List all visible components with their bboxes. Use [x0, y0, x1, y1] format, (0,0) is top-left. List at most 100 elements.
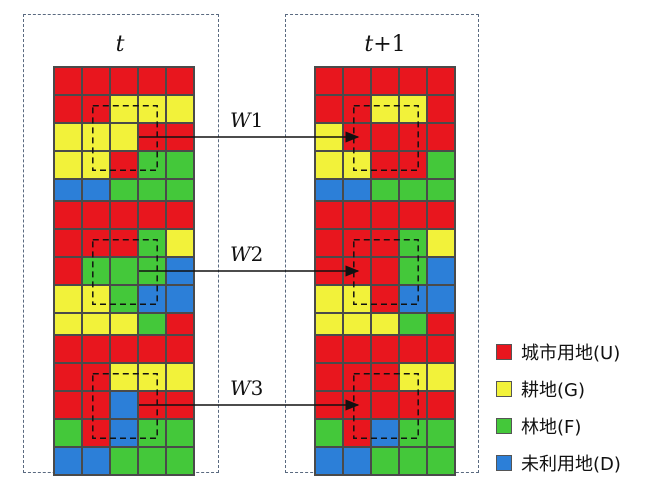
grid-cell-r1-c3: [372, 202, 398, 228]
grid-cell-r5-c4: [400, 448, 426, 474]
grid-cell-r5-c1: [55, 448, 81, 474]
grid-cell-r3-c4: [400, 124, 426, 150]
legend-label-cropland: 耕地(G): [521, 380, 585, 401]
legend-swatch-forest: [496, 418, 512, 434]
grid-cell-r2-c4: [139, 96, 165, 122]
grid-cell-r1-c2: [83, 336, 109, 362]
grid-cell-r3-c2: [83, 124, 109, 150]
grid-cell-r1-c4: [400, 336, 426, 362]
grid-cell-r4-c5: [167, 286, 193, 312]
grid-cell-r4-c3: [372, 152, 398, 178]
grid-cell-r1-c5: [428, 336, 454, 362]
grid-cell-r4-c4: [139, 152, 165, 178]
grid-cell-r1-c1: [316, 336, 342, 362]
legend-swatch-unused: [496, 455, 512, 471]
grid-cell-r2-c2: [83, 364, 109, 390]
grid-cell-r2-c5: [428, 230, 454, 256]
grid-cell-r2-c1: [316, 364, 342, 390]
grid-cell-r4-c1: [316, 286, 342, 312]
grid-cell-r4-c2: [83, 286, 109, 312]
grid-cell-r1-c1: [55, 202, 81, 228]
grid-cell-r2-c5: [428, 364, 454, 390]
grid-cell-r1-c2: [344, 202, 370, 228]
grid-cell-r4-c3: [372, 420, 398, 446]
grid-cell-r3-c4: [400, 392, 426, 418]
legend-item-cropland: 耕地(G): [496, 371, 621, 407]
grid-cell-r5-c3: [111, 448, 137, 474]
grid-cell-r4-c4: [139, 420, 165, 446]
grid-cell-r3-c1: [55, 392, 81, 418]
grid-cell-r4-c2: [344, 152, 370, 178]
grid-cell-r2-c3: [111, 230, 137, 256]
weight-label-1: W1: [230, 108, 263, 132]
column-title-t: t: [100, 32, 140, 57]
grid-cell-r4-c3: [111, 420, 137, 446]
grid-cell-r2-c1: [55, 96, 81, 122]
grid-cell-r4-c2: [83, 420, 109, 446]
grid-cell-r3-c3: [111, 392, 137, 418]
grid-cell-r1-c3: [111, 68, 137, 94]
grid-cell-r1-c2: [83, 202, 109, 228]
grid-cell-r1-c1: [55, 336, 81, 362]
grid-cell-r2-c2: [344, 230, 370, 256]
grid-cell-r1-c4: [400, 202, 426, 228]
grid-cell-r4-c1: [55, 420, 81, 446]
grid-cell-r2-c2: [344, 364, 370, 390]
grid-cell-r1-c4: [139, 336, 165, 362]
legend-label-forest: 林地(F): [521, 417, 582, 438]
grid-cell-r1-c5: [167, 336, 193, 362]
grid-cell-r2-c1: [55, 364, 81, 390]
grid-cell-r4-c4: [400, 286, 426, 312]
grid-cell-r2-c1: [316, 230, 342, 256]
grid-cell-r1-c3: [111, 336, 137, 362]
grid-cell-r1-c3: [372, 336, 398, 362]
grid-cell-r1-c5: [167, 202, 193, 228]
column-title-t-var: t: [115, 32, 125, 57]
grid-cell-r2-c3: [111, 364, 137, 390]
grid-cell-r2-c5: [167, 96, 193, 122]
grid-cell-r3-c5: [428, 258, 454, 284]
legend: 城市用地(U) 耕地(G) 林地(F) 未利用地(D): [496, 334, 621, 482]
grid-cell-r4-c2: [344, 286, 370, 312]
grid-cell-r2-c5: [167, 364, 193, 390]
grid-cell-r2-c2: [83, 230, 109, 256]
window-t1-2: [353, 239, 419, 305]
legend-item-forest: 林地(F): [496, 408, 621, 444]
grid-cell-r4-c3: [372, 286, 398, 312]
grid-cell-r4-c1: [55, 152, 81, 178]
grid-cell-r1-c2: [344, 68, 370, 94]
grid-cell-r2-c2: [83, 96, 109, 122]
grid-cell-r4-c4: [139, 286, 165, 312]
window-t-2: [92, 239, 158, 305]
window-t1-3: [353, 373, 419, 439]
grid-cell-r5-c5: [167, 448, 193, 474]
legend-label-urban: 城市用地(U): [521, 343, 621, 364]
grid-cell-r2-c4: [400, 364, 426, 390]
grid-cell-r5-c5: [428, 448, 454, 474]
grid-cell-r3-c3: [111, 124, 137, 150]
grid-cell-r3-c3: [372, 124, 398, 150]
grid-cell-r5-c3: [372, 448, 398, 474]
grid-t-2: [53, 200, 195, 342]
grid-cell-r1-c3: [111, 202, 137, 228]
legend-label-unused: 未利用地(D): [521, 454, 621, 475]
legend-item-unused: 未利用地(D): [496, 445, 621, 481]
legend-swatch-urban: [496, 344, 512, 360]
grid-cell-r2-c5: [428, 96, 454, 122]
legend-swatch-cropland: [496, 381, 512, 397]
legend-item-urban: 城市用地(U): [496, 334, 621, 370]
grid-cell-r3-c1: [55, 124, 81, 150]
grid-cell-r4-c3: [111, 152, 137, 178]
grid-cell-r3-c5: [428, 392, 454, 418]
grid-cell-r3-c3: [372, 392, 398, 418]
column-title-t1-suffix: +1: [373, 32, 406, 57]
window-t-3: [92, 373, 158, 439]
column-title-t-plus-1: t+1: [350, 32, 420, 57]
grid-cell-r4-c4: [400, 152, 426, 178]
grid-cell-r5-c2: [83, 448, 109, 474]
grid-cell-r1-c4: [400, 68, 426, 94]
grid-cell-r4-c3: [111, 286, 137, 312]
grid-cell-r2-c4: [139, 364, 165, 390]
grid-cell-r1-c2: [83, 68, 109, 94]
